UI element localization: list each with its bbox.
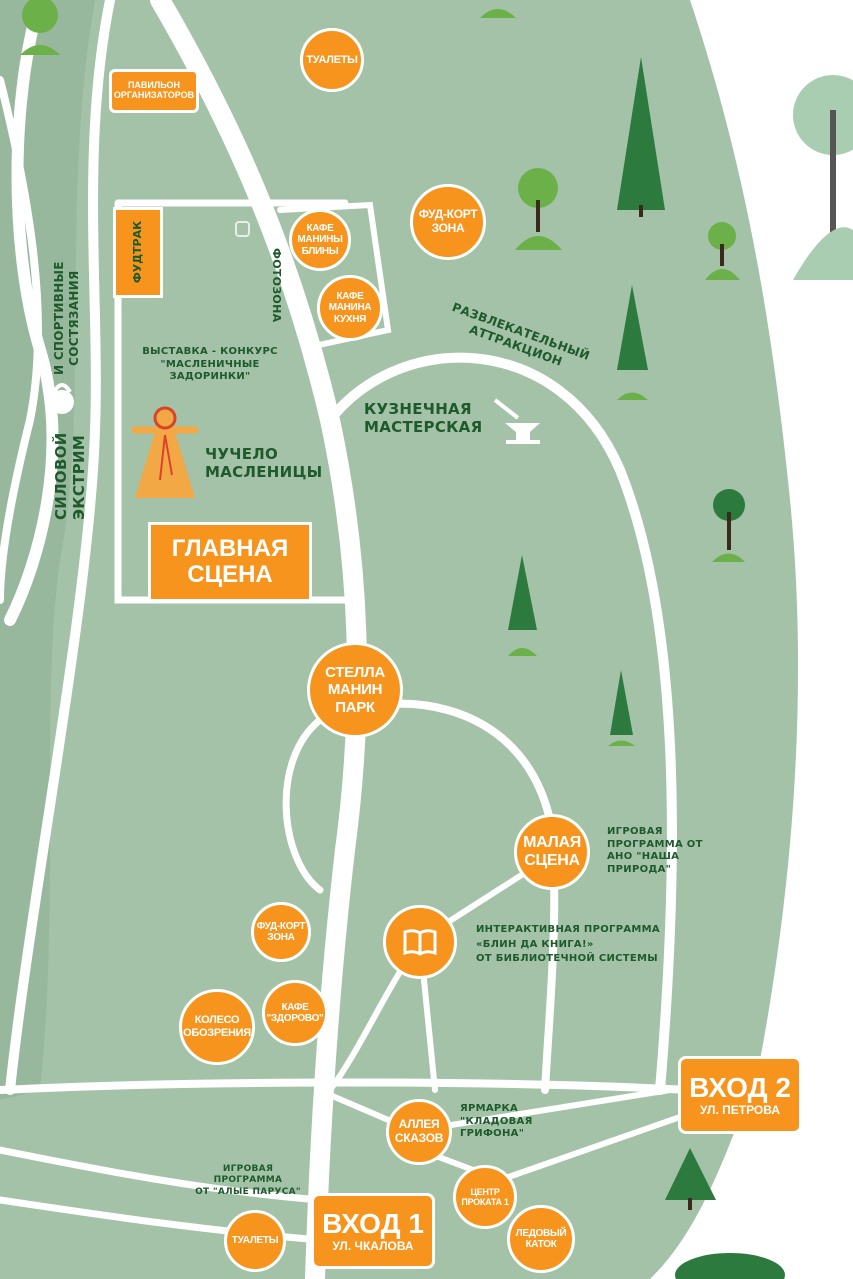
small-stage-program-label: ИГРОВАЯ ПРОГРАММА ОТ АНО "НАША ПРИРОДА" xyxy=(607,826,703,875)
tree-icon xyxy=(712,489,745,562)
tree-icon xyxy=(608,670,635,746)
rental-marker[interactable]: ЦЕНТР ПРОКАТА 1 xyxy=(453,1165,517,1229)
cafe-kitchen-marker[interactable]: КАФЕ МАНИНА КУХНЯ xyxy=(317,275,383,341)
sports-label: И СПОРТИВНЫЕ СОСТЯЗАНИЯ xyxy=(52,261,81,375)
foodtruck-label: ФУДТРАК xyxy=(130,221,144,284)
book-icon xyxy=(403,929,437,956)
entrance-2-street: УЛ. ПЕТРОВА xyxy=(700,1102,780,1117)
tree-icon xyxy=(480,9,516,18)
entrance-2[interactable]: ВХОД 2 УЛ. ПЕТРОВА xyxy=(678,1056,802,1134)
effigy-label: ЧУЧЕЛО МАСЛЕНИЦЫ xyxy=(205,445,323,481)
entrance-2-title: ВХОД 2 xyxy=(689,1072,791,1103)
cafe-zdorovo-marker[interactable]: КАФЕ "ЗДОРОВО" xyxy=(262,980,328,1046)
kettlebell-icon xyxy=(50,383,74,414)
foodcourt-marker-top[interactable]: ФУД-КОРТ ЗОНА xyxy=(410,184,486,260)
tree-icon xyxy=(793,75,853,280)
ferris-wheel-marker[interactable]: КОЛЕСО ОБОЗРЕНИЯ xyxy=(179,989,255,1065)
entrance-1-street: УЛ. ЧКАЛОВА xyxy=(332,1238,414,1253)
park-area xyxy=(0,0,799,1279)
camera-icon xyxy=(235,221,250,237)
entrance-1-title: ВХОД 1 xyxy=(322,1208,424,1239)
fair-label: ЯРМАРКА "КЛАДОВАЯ ГРИФОНА" xyxy=(460,1103,533,1139)
toilets-marker-top[interactable]: ТУАЛЕТЫ xyxy=(300,28,364,92)
library-program-label: ИНТЕРАКТИВНАЯ ПРОГРАММА «БЛИН ДА КНИГА!»… xyxy=(476,924,660,964)
exhibition-label: ВЫСТАВКА - КОНКУРС "МАСЛЕНИЧНЫЕ ЗАДОРИНК… xyxy=(142,346,278,382)
toilets-marker-bottom[interactable]: ТУАЛЕТЫ xyxy=(224,1210,286,1272)
bush-icon xyxy=(675,1253,785,1279)
foodtruck[interactable]: ФУДТРАК xyxy=(113,207,163,298)
anvil-icon xyxy=(493,398,540,444)
main-stage[interactable]: ГЛАВНАЯ СЦЕНА xyxy=(148,522,312,602)
smithy-label: КУЗНЕЧНАЯ МАСТЕРСКАЯ xyxy=(364,400,483,436)
foodcourt-marker-bottom[interactable]: ФУД-КОРТ ЗОНА xyxy=(251,902,311,962)
effigy-icon xyxy=(131,406,199,498)
alley-marker[interactable]: АЛЛЕЯ СКАЗОВ xyxy=(386,1099,452,1165)
strength-label: СИЛОВОЙ ЭКСТРИМ xyxy=(52,432,88,520)
tree-icon xyxy=(705,222,740,280)
tree-icon xyxy=(665,1148,716,1210)
scarlet-sails-label: ИГРОВАЯ ПРОГРАММА ОТ "АЛЫЕ ПАРУСА" xyxy=(195,1164,301,1197)
tree-icon xyxy=(617,57,665,217)
tree-icon xyxy=(508,555,537,656)
trees xyxy=(20,0,853,1279)
tree-icon xyxy=(515,168,562,250)
stella-marker[interactable]: СТЕЛЛА МАНИН ПАРК xyxy=(307,642,403,738)
ice-rink-marker[interactable]: ЛЕДОВЫЙ КАТОК xyxy=(507,1205,575,1273)
cafe-bliny-marker[interactable]: КАФЕ МАНИНЫ БЛИНЫ xyxy=(289,209,351,271)
small-stage-marker[interactable]: МАЛАЯ СЦЕНА xyxy=(514,814,590,890)
library-marker[interactable] xyxy=(383,905,457,979)
organizers-pavilion[interactable]: ПАВИЛЬОН ОРГАНИЗАТОРОВ xyxy=(109,69,199,113)
entrance-1[interactable]: ВХОД 1 УЛ. ЧКАЛОВА xyxy=(311,1193,435,1269)
tree-icon xyxy=(20,0,60,55)
tree-icon xyxy=(617,285,648,400)
photozone-label: ФОТОЗОНА xyxy=(270,248,283,323)
